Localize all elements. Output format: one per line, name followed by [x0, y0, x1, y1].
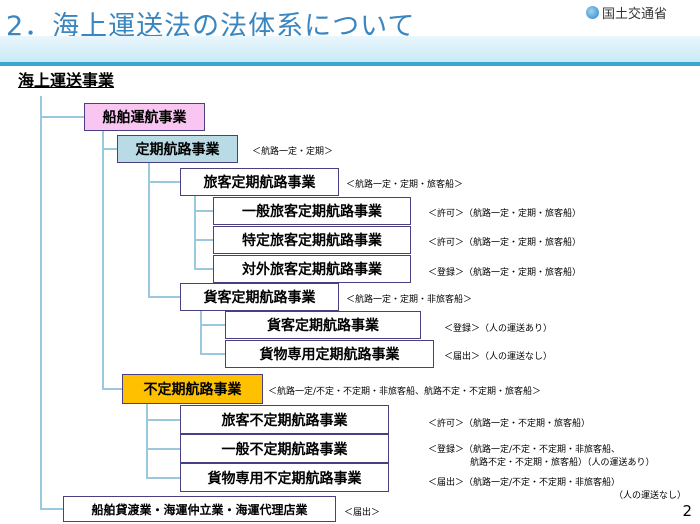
- mlit-logo: 国土交通省: [586, 3, 667, 22]
- note-kamotsu-futeiki-1: ＜届出＞（航路一定/不定・不定期・非旅客船）: [428, 478, 621, 488]
- box-kashiwatashi: 船舶貸渡業・海運仲立業・海運代理店業: [63, 496, 336, 522]
- note-ryokyaku-futeiki: ＜許可＞（航路一定・不定期・旅客船）: [428, 419, 591, 429]
- logo-text: 国土交通省: [602, 7, 668, 22]
- box-senpaku-unkou: 船舶運航事業: [84, 103, 205, 131]
- box-taigai-ryokyaku-teiki: 対外旅客定期航路事業: [213, 255, 411, 283]
- box-ryokyaku-teiki: 旅客定期航路事業: [180, 168, 339, 196]
- connector-line: [102, 148, 117, 150]
- note-futeiki: ＜航路一定/不定・不定期・非旅客船、航路不定・不定期・旅客船＞: [268, 387, 542, 397]
- connector-line: [146, 448, 180, 450]
- note-teiki: ＜航路一定・定期＞: [252, 147, 334, 157]
- box-tokutei-ryokyaku-teiki: 特定旅客定期航路事業: [213, 226, 411, 254]
- box-ryokyaku-futeiki: 旅客不定期航路事業: [180, 405, 389, 434]
- note-kakyaku-teiki: ＜航路一定・定期・非旅客船＞: [346, 295, 473, 305]
- connector-line: [194, 195, 196, 269]
- note-ippan-futeiki-1: ＜登録＞（航路一定/不定・不定期・非旅客船、: [428, 445, 621, 455]
- connector-line: [194, 268, 213, 270]
- note-ippan-futeiki-2: 航路不定・不定期・旅客船）（人の運送あり）: [470, 458, 655, 468]
- header-band: [0, 36, 700, 62]
- connector-line: [146, 419, 180, 421]
- connector-line: [200, 310, 202, 354]
- note-kakyaku-teiki-sub: ＜登録＞（人の運送あり）: [444, 324, 553, 334]
- logo-mark-icon: [586, 6, 599, 19]
- note-ryokyaku-teiki: ＜航路一定・定期・旅客船＞: [346, 180, 464, 190]
- header-divider: [0, 62, 700, 66]
- note-tokutei-ryokyaku-teiki: ＜許可＞（航路一定・定期・旅客船）: [428, 238, 582, 248]
- box-teiki: 定期航路事業: [117, 135, 238, 163]
- connector-line: [146, 403, 148, 479]
- box-futeiki: 不定期航路事業: [122, 374, 263, 404]
- connector-line: [148, 181, 180, 183]
- note-kamotsu-futeiki-2: （人の運送なし）: [614, 491, 687, 501]
- note-kamotsu-teiki: ＜届出＞（人の運送なし）: [444, 352, 553, 362]
- connector-line: [194, 210, 213, 212]
- connector-line: [40, 96, 42, 509]
- connector-line: [102, 388, 122, 390]
- note-kashiwatashi: ＜届出＞: [344, 508, 381, 518]
- connector-line: [200, 324, 225, 326]
- connector-line: [194, 239, 213, 241]
- box-kakyaku-teiki-sub: 貨客定期航路事業: [225, 311, 421, 339]
- connector-line: [146, 477, 180, 479]
- connector-line: [148, 296, 180, 298]
- note-taigai-ryokyaku-teiki: ＜登録＞（航路一定・定期・旅客船）: [428, 268, 582, 278]
- box-ippan-ryokyaku-teiki: 一般旅客定期航路事業: [213, 197, 411, 225]
- section-title: 海上運送事業: [18, 71, 115, 90]
- box-kamotsu-teiki: 貨物専用定期航路事業: [225, 340, 434, 368]
- page-number: 2: [682, 502, 692, 520]
- box-kakyaku-teiki: 貨客定期航路事業: [180, 283, 339, 311]
- box-ippan-futeiki: 一般不定期航路事業: [180, 434, 389, 463]
- box-kamotsu-futeiki: 貨物専用不定期航路事業: [180, 463, 389, 492]
- connector-line: [200, 353, 225, 355]
- connector-line: [40, 508, 63, 510]
- connector-line: [148, 162, 150, 297]
- connector-line: [102, 130, 104, 389]
- note-ippan-ryokyaku-teiki: ＜許可＞（航路一定・定期・旅客船）: [428, 209, 582, 219]
- connector-line: [40, 116, 84, 118]
